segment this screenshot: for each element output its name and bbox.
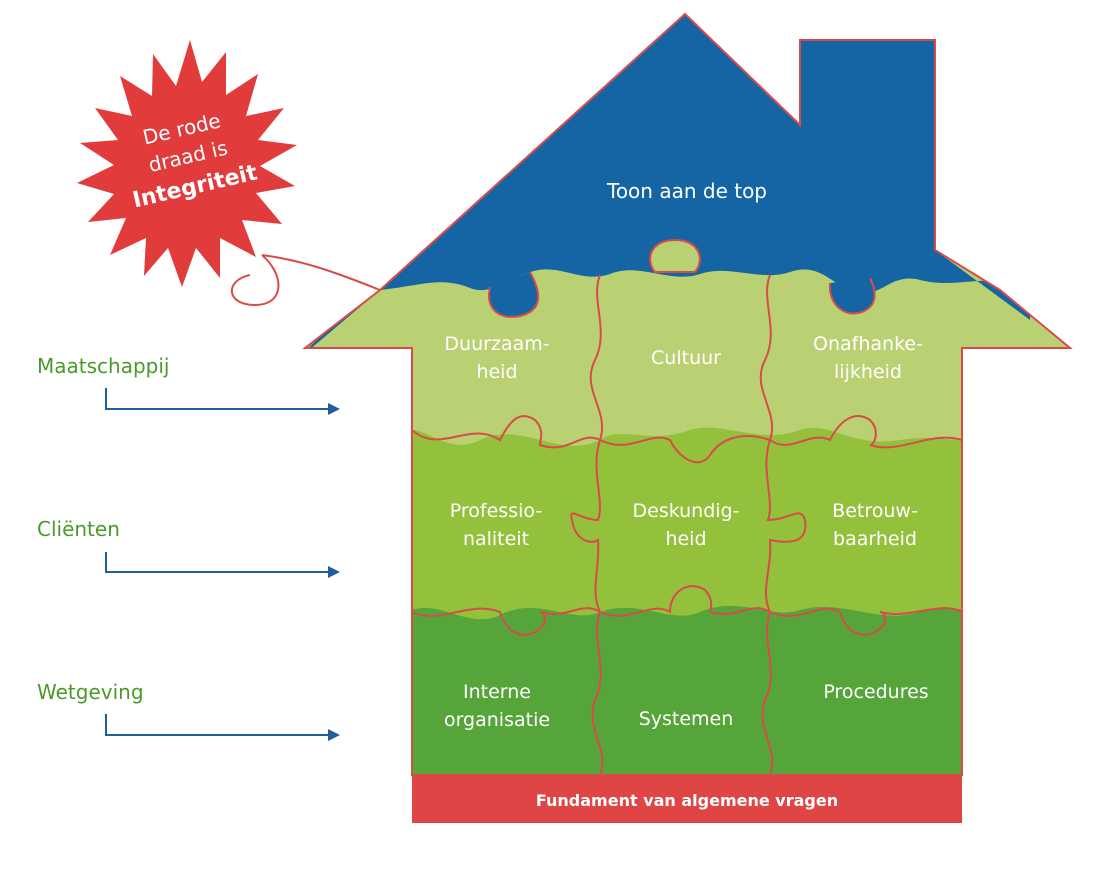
arrow-head-clienten	[328, 566, 340, 578]
foundation-bar	[412, 775, 962, 823]
piece-label-professionaliteit-line1: Professio-	[450, 500, 542, 522]
band-dark	[305, 605, 1070, 775]
piece-label-procedures: Procedures	[823, 681, 928, 703]
roof-label: Toon aan de top	[606, 179, 767, 203]
red-thread	[230, 254, 381, 307]
burst-shape	[77, 40, 297, 287]
piece-label-interne-organisatie-line1: Interne	[463, 681, 531, 703]
arrow-wetgeving	[105, 714, 330, 736]
house-body	[305, 14, 1070, 775]
piece-label-cultuur: Cultuur	[651, 347, 721, 369]
arrow-head-maatschappij	[328, 403, 340, 415]
piece-label-duurzaamheid-line2: heid	[476, 361, 517, 383]
piece-label-deskundigheid-line1: Deskundig-	[633, 500, 740, 522]
piece-label-deskundigheid-line2: heid	[665, 528, 706, 550]
side-label-wetgeving: Wetgeving	[37, 680, 144, 704]
piece-label-betrouwbaarheid-line2: baarheid	[833, 528, 917, 550]
arrow-clienten	[105, 552, 330, 573]
arrow-heads	[328, 403, 340, 741]
piece-label-duurzaamheid-line1: Duurzaam-	[444, 333, 549, 355]
piece-labels: Duurzaam- heid Cultuur Onafhanke- lijkhe…	[444, 333, 929, 731]
piece-label-systemen: Systemen	[639, 708, 734, 730]
roof-tabs	[488, 271, 876, 318]
foundation-label: Fundament van algemene vragen	[536, 791, 838, 810]
roof-tab-up	[649, 238, 701, 273]
burst-badge: De rode draad is Integriteit	[77, 40, 297, 287]
piece-label-betrouwbaarheid-line1: Betrouw-	[832, 500, 918, 522]
piece-label-onafhankelijkheid-line2: lijkheid	[834, 361, 902, 383]
side-labels: Maatschappij Cliënten Wetgeving	[37, 354, 169, 704]
roof	[305, 14, 1030, 400]
arrow-maatschappij	[105, 388, 330, 410]
piece-label-onafhankelijkheid-line1: Onafhanke-	[813, 333, 923, 355]
piece-label-interne-organisatie-line2: organisatie	[444, 709, 550, 731]
piece-label-professionaliteit-line2: naliteit	[463, 528, 529, 550]
arrow-head-wetgeving	[328, 729, 340, 741]
side-label-clienten: Cliënten	[37, 517, 120, 541]
puzzle-lines	[411, 274, 963, 776]
arrows	[105, 388, 330, 736]
side-label-maatschappij: Maatschappij	[37, 354, 169, 378]
